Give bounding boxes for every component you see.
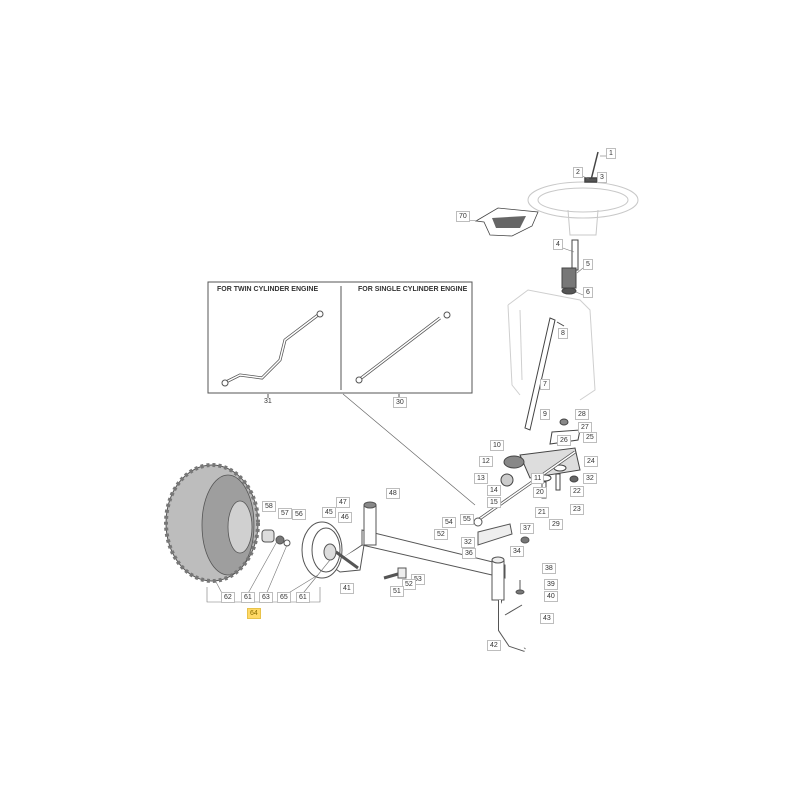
callout-47[interactable]: 47 bbox=[336, 497, 350, 508]
wheel-rim-drawing bbox=[301, 521, 359, 579]
callout-12[interactable]: 12 bbox=[479, 456, 493, 467]
callout-40[interactable]: 40 bbox=[544, 591, 558, 602]
callout-6[interactable]: 6 bbox=[583, 287, 593, 298]
steering-wheel-drawing bbox=[527, 181, 639, 236]
callout-26[interactable]: 26 bbox=[557, 435, 571, 446]
callout-37[interactable]: 37 bbox=[520, 523, 534, 534]
callout-22[interactable]: 22 bbox=[570, 486, 584, 497]
callout-43[interactable]: 43 bbox=[540, 613, 554, 624]
callout-41[interactable]: 41 bbox=[340, 583, 354, 594]
drag-link-drawing bbox=[473, 450, 576, 546]
callout-62[interactable]: 62 bbox=[221, 592, 235, 603]
callout-14[interactable]: 14 bbox=[487, 485, 501, 496]
callout-55[interactable]: 55 bbox=[460, 514, 474, 525]
decal-sheet-drawing bbox=[474, 207, 539, 237]
callout-32b[interactable]: 32 bbox=[461, 537, 475, 548]
callout-11[interactable]: 11 bbox=[531, 473, 545, 484]
single-cylinder-title: FOR SINGLE CYLINDER ENGINE bbox=[358, 286, 468, 293]
callout-10[interactable]: 10 bbox=[490, 440, 504, 451]
callout-36[interactable]: 36 bbox=[462, 548, 476, 559]
callout-21[interactable]: 21 bbox=[535, 507, 549, 518]
callout-63[interactable]: 63 bbox=[259, 592, 273, 603]
callout-46[interactable]: 46 bbox=[338, 512, 352, 523]
callout-7[interactable]: 7 bbox=[540, 379, 550, 390]
callout-4[interactable]: 4 bbox=[553, 239, 563, 250]
callout-52b[interactable]: 52 bbox=[402, 579, 416, 590]
callout-28[interactable]: 28 bbox=[575, 409, 589, 420]
callout-39[interactable]: 39 bbox=[544, 579, 558, 590]
dash-frame-drawing bbox=[507, 289, 596, 401]
callout-31[interactable]: 31 bbox=[264, 398, 272, 405]
callout-56[interactable]: 56 bbox=[292, 509, 306, 520]
steering-shaft-drawing bbox=[524, 317, 565, 431]
callout-5[interactable]: 5 bbox=[583, 259, 593, 270]
callout-15[interactable]: 15 bbox=[487, 497, 501, 508]
callout-9[interactable]: 9 bbox=[540, 409, 550, 420]
steering-column-drawing bbox=[561, 239, 579, 295]
leader-lines bbox=[206, 155, 606, 603]
callout-57[interactable]: 57 bbox=[278, 508, 292, 519]
front-axle-drawing bbox=[329, 501, 526, 652]
inset-panel-drawing bbox=[207, 281, 476, 506]
callout-42[interactable]: 42 bbox=[487, 640, 501, 651]
twin-cylinder-title: FOR TWIN CYLINDER ENGINE bbox=[217, 286, 319, 293]
callout-70[interactable]: 70 bbox=[456, 211, 470, 222]
callout-64-highlighted[interactable]: 64 bbox=[247, 608, 261, 619]
callout-45[interactable]: 45 bbox=[322, 507, 336, 518]
callout-23[interactable]: 23 bbox=[570, 504, 584, 515]
callout-58[interactable]: 58 bbox=[262, 501, 276, 512]
callout-32[interactable]: 32 bbox=[583, 473, 597, 484]
callout-61b[interactable]: 61 bbox=[296, 592, 310, 603]
tire-drawing bbox=[164, 463, 260, 583]
callout-1[interactable]: 1 bbox=[606, 148, 616, 159]
callout-20[interactable]: 20 bbox=[533, 487, 547, 498]
callout-38[interactable]: 38 bbox=[542, 563, 556, 574]
callout-52a[interactable]: 52 bbox=[434, 529, 448, 540]
callout-30[interactable]: 30 bbox=[393, 397, 407, 408]
callout-25[interactable]: 25 bbox=[583, 432, 597, 443]
callout-24[interactable]: 24 bbox=[584, 456, 598, 467]
callout-61a[interactable]: 61 bbox=[241, 592, 255, 603]
callout-65[interactable]: 65 bbox=[277, 592, 291, 603]
callout-3[interactable]: 3 bbox=[597, 172, 607, 183]
callout-8[interactable]: 8 bbox=[558, 328, 568, 339]
callout-2[interactable]: 2 bbox=[573, 167, 583, 178]
callout-48[interactable]: 48 bbox=[386, 488, 400, 499]
callout-34[interactable]: 34 bbox=[510, 546, 524, 557]
callout-54[interactable]: 54 bbox=[442, 517, 456, 528]
callout-13[interactable]: 13 bbox=[474, 473, 488, 484]
callout-51[interactable]: 51 bbox=[390, 586, 404, 597]
callout-29[interactable]: 29 bbox=[549, 519, 563, 530]
wheel-bearing-drawing bbox=[261, 529, 291, 547]
